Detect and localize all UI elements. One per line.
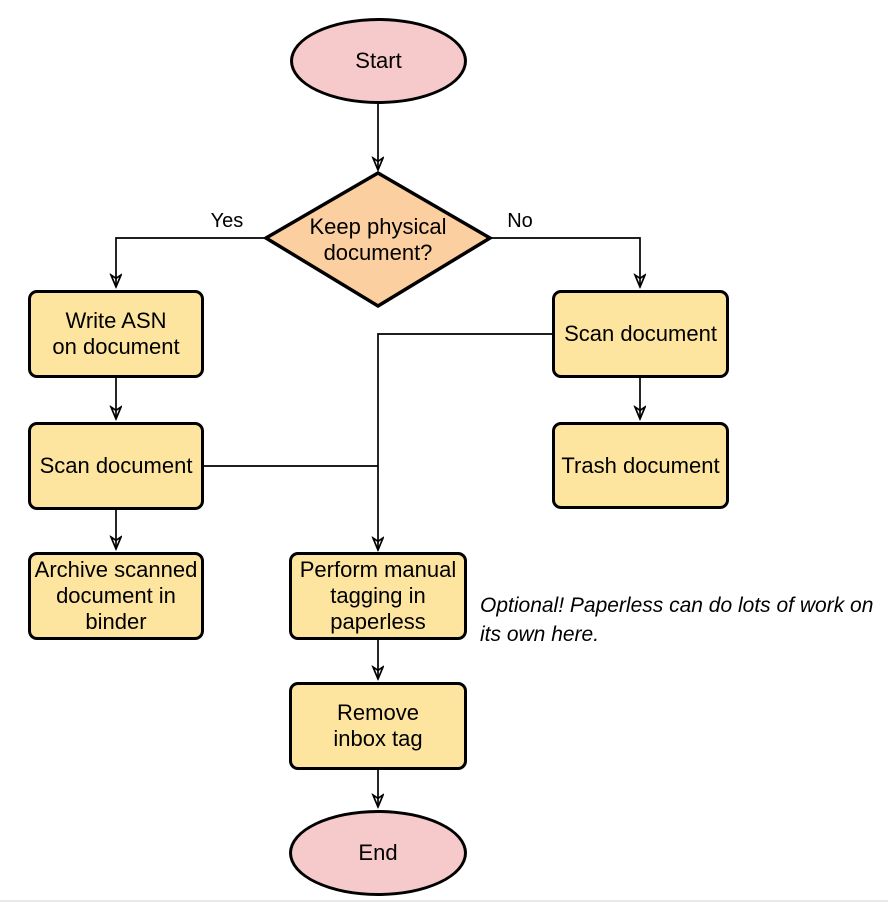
bottom-divider-line — [0, 900, 888, 902]
edge-label-no: No — [507, 210, 533, 232]
node-remove-inbox-tag: Remove inbox tag — [289, 682, 467, 770]
node-scan-document-right-label: Scan document — [564, 321, 717, 346]
node-scan-document-left-label: Scan document — [39, 453, 193, 478]
node-trash-document: Trash document — [552, 422, 729, 509]
edge-label-yes: Yes — [210, 210, 244, 232]
node-start: Start — [290, 18, 467, 104]
annotation-optional: Optional! Paperless can do lots of work … — [480, 594, 874, 646]
decision-diamond-shape — [262, 170, 494, 309]
node-end: End — [289, 810, 467, 896]
node-scan-document-right: Scan document — [552, 290, 729, 378]
node-manual-tagging: Perform manual tagging in paperless — [289, 552, 467, 640]
edge-decision-no-to-scan-right — [491, 237, 640, 287]
node-start-label: Start — [355, 48, 402, 73]
node-manual-tagging-label: Perform manual tagging in paperless — [299, 557, 457, 634]
node-archive-binder-label: Archive scanned document in binder — [34, 557, 198, 634]
node-remove-inbox-tag-label: Remove inbox tag — [333, 700, 423, 751]
node-write-asn: Write ASN on document — [28, 290, 204, 378]
edge-decision-yes-to-write-asn — [116, 237, 265, 287]
node-decision-label: Keep physical document? — [309, 214, 447, 265]
node-decision: Keep physical document? — [288, 201, 468, 279]
node-scan-document-left: Scan document — [28, 422, 204, 510]
node-archive-binder: Archive scanned document in binder — [28, 552, 204, 640]
edge-scan-right-to-tagging — [378, 333, 552, 550]
node-trash-document-label: Trash document — [561, 452, 720, 478]
node-end-label: End — [358, 840, 398, 865]
node-write-asn-label: Write ASN on document — [52, 308, 180, 359]
